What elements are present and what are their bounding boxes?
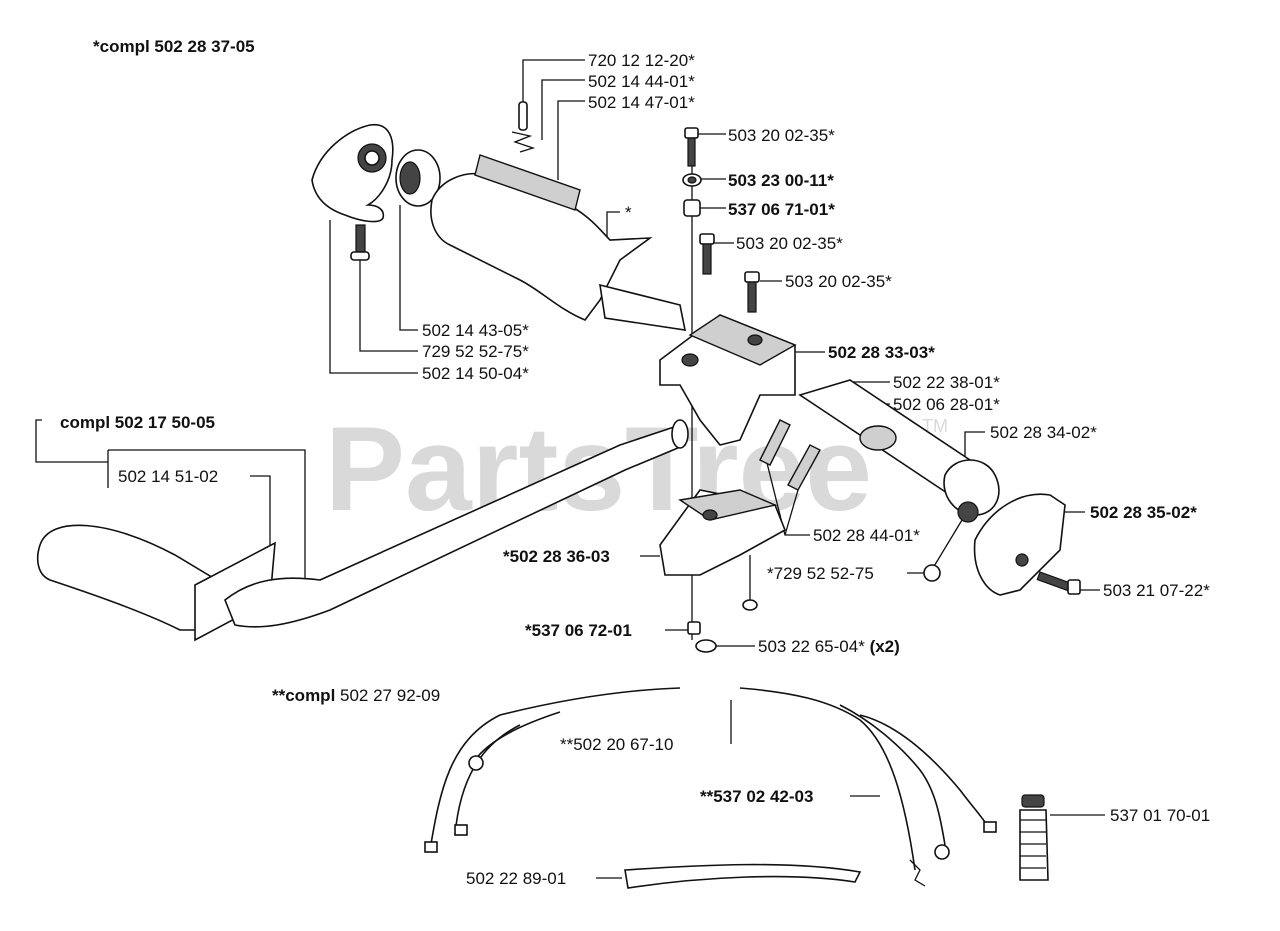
label-503-22-65-04: 503 22 65-04* (x2)	[758, 637, 900, 656]
front-handle-bar	[36, 419, 689, 642]
label-537-01-70-01: 537 01 70-01	[1110, 806, 1210, 825]
label-502-22-89-01: 502 22 89-01	[466, 869, 566, 888]
label-502-14-50-04: 502 14 50-04*	[422, 364, 529, 383]
label-502-20-67-10: **502 20 67-10	[560, 735, 673, 754]
label-502-22-38-01: 502 22 38-01*	[893, 373, 1000, 392]
upper-clamp-bracket	[659, 314, 797, 446]
label-502-28-33-03: 502 28 33-03*	[828, 343, 935, 362]
label-720-12-12-20: 720 12 12-20*	[588, 51, 695, 70]
label-537-06-71-01: 537 06 71-01*	[728, 200, 835, 219]
lever-screw	[350, 224, 370, 261]
spring-pin	[511, 101, 536, 153]
label-503-20-02-35-a: 503 20 02-35*	[728, 126, 835, 145]
label-502-28-35-02: 502 28 35-02*	[1090, 503, 1197, 522]
label-503-20-02-35-c: 503 20 02-35*	[785, 272, 892, 291]
shaft-tube	[798, 379, 1000, 523]
label-502-14-44-01: 502 14 44-01*	[588, 72, 695, 91]
sleeve-537-06-71-01	[683, 199, 701, 217]
gear-wheel	[395, 149, 441, 207]
washer-503-23-00-11	[682, 173, 702, 187]
sleeve-502-22-89-01	[624, 863, 862, 889]
label-503-20-02-35-b: 503 20 02-35*	[736, 234, 843, 253]
label-729-52-52-75-a: 729 52 52-75*	[422, 342, 529, 361]
clip-502-28-44-01	[759, 419, 821, 491]
wiring-harness	[424, 687, 997, 887]
label-star: *	[625, 203, 632, 222]
screw-537-06-72-01	[687, 621, 701, 635]
cover-502-28-35-02	[973, 493, 1066, 596]
label-502-28-44-01: 502 28 44-01*	[813, 526, 920, 545]
spring-boot-537-01-70-01	[1019, 794, 1049, 881]
label-502-28-36-03: *502 28 36-03	[503, 547, 610, 566]
lower-clamp-bracket	[659, 489, 787, 576]
label-compl-502-27-92-09: **compl 502 27 92-09	[272, 686, 440, 705]
label-502-14-51-02: 502 14 51-02	[118, 467, 218, 486]
screw-503-21-07-22	[1036, 571, 1081, 595]
screw-503-20-02-35-b	[699, 233, 715, 275]
label-729-52-52-75-b: *729 52 52-75	[767, 564, 874, 583]
throttle-lever	[311, 124, 394, 223]
screw-729-52-52-75-lower	[923, 564, 941, 582]
screw-503-20-02-35-c	[744, 271, 760, 313]
part-labels: *compl 502 28 37-05 720 12 12-20* 502 14…	[60, 37, 1210, 888]
label-502-28-34-02: 502 28 34-02*	[990, 423, 1097, 442]
label-503-23-00-11: 503 23 00-11*	[728, 171, 834, 190]
handle-grip	[430, 154, 687, 331]
label-537-06-72-01: *537 06 72-01	[525, 621, 632, 640]
watermark-tm: TM	[922, 416, 948, 436]
label-502-14-47-01: 502 14 47-01*	[588, 93, 695, 112]
label-502-06-28-01: 502 06 28-01*	[893, 395, 1000, 414]
label-537-02-42-03: **537 02 42-03	[700, 787, 813, 806]
label-compl-502-28-37-05: *compl 502 28 37-05	[93, 37, 255, 56]
screw-503-20-02-35-a	[684, 127, 699, 167]
label-compl-502-17-50-05: compl 502 17 50-05	[60, 413, 215, 432]
label-503-21-07-22: 503 21 07-22*	[1103, 581, 1210, 600]
nut-503-22-65-04	[695, 599, 758, 653]
label-502-14-43-05: 502 14 43-05*	[422, 321, 529, 340]
